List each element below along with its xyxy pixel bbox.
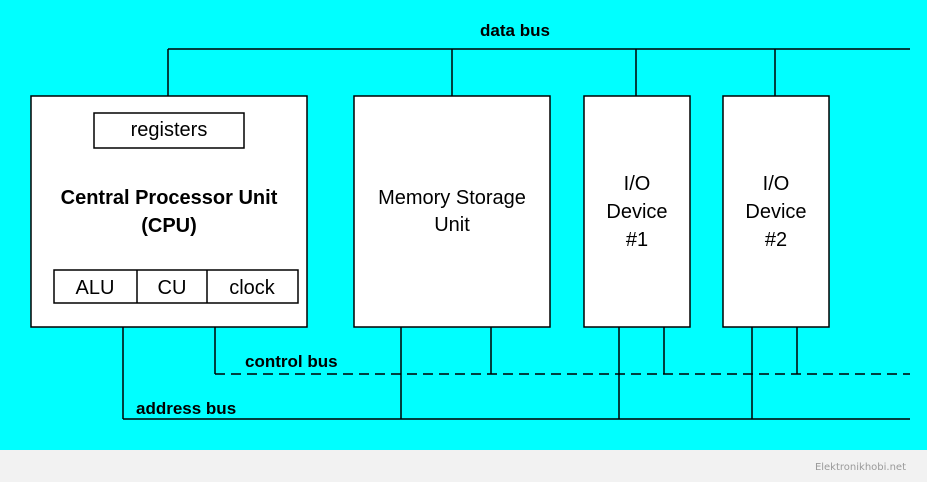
memory-label-line2: Unit — [434, 214, 470, 236]
io-device-1-block: I/O Device #1 — [583, 95, 691, 328]
io-device-2-block: I/O Device #2 — [722, 95, 830, 328]
memory-label-line1: Memory Storage — [378, 187, 526, 209]
io2-label-line3: #2 — [765, 229, 787, 251]
data-bus-label: data bus — [480, 21, 550, 40]
memory-block: Memory Storage Unit — [353, 95, 551, 328]
footer-strip — [0, 450, 927, 482]
registers-label: registers — [131, 119, 208, 141]
address-bus — [122, 327, 910, 420]
io2-label-line1: I/O — [763, 173, 790, 195]
control-bus-label: control bus — [245, 352, 338, 371]
registers-box — [93, 112, 245, 149]
io2-label-line2: Device — [745, 201, 806, 223]
cpu-subunits-box — [53, 269, 299, 304]
address-bus-label: address bus — [136, 399, 236, 418]
io1-label-line1: I/O — [624, 173, 651, 195]
cpu-title-line1: Central Processor Unit — [61, 187, 278, 209]
watermark-text: Elektronikhobi.net — [815, 462, 906, 473]
cpu-block: registers Central Processor Unit (CPU) A… — [30, 95, 308, 328]
cpu-title-line2: (CPU) — [141, 215, 197, 237]
io1-label-line3: #1 — [626, 229, 648, 251]
alu-label: ALU — [76, 277, 115, 299]
clock-label: clock — [229, 277, 276, 299]
cu-label: CU — [158, 277, 187, 299]
data-bus — [167, 48, 910, 96]
io1-label-line2: Device — [606, 201, 667, 223]
control-bus — [214, 327, 910, 375]
